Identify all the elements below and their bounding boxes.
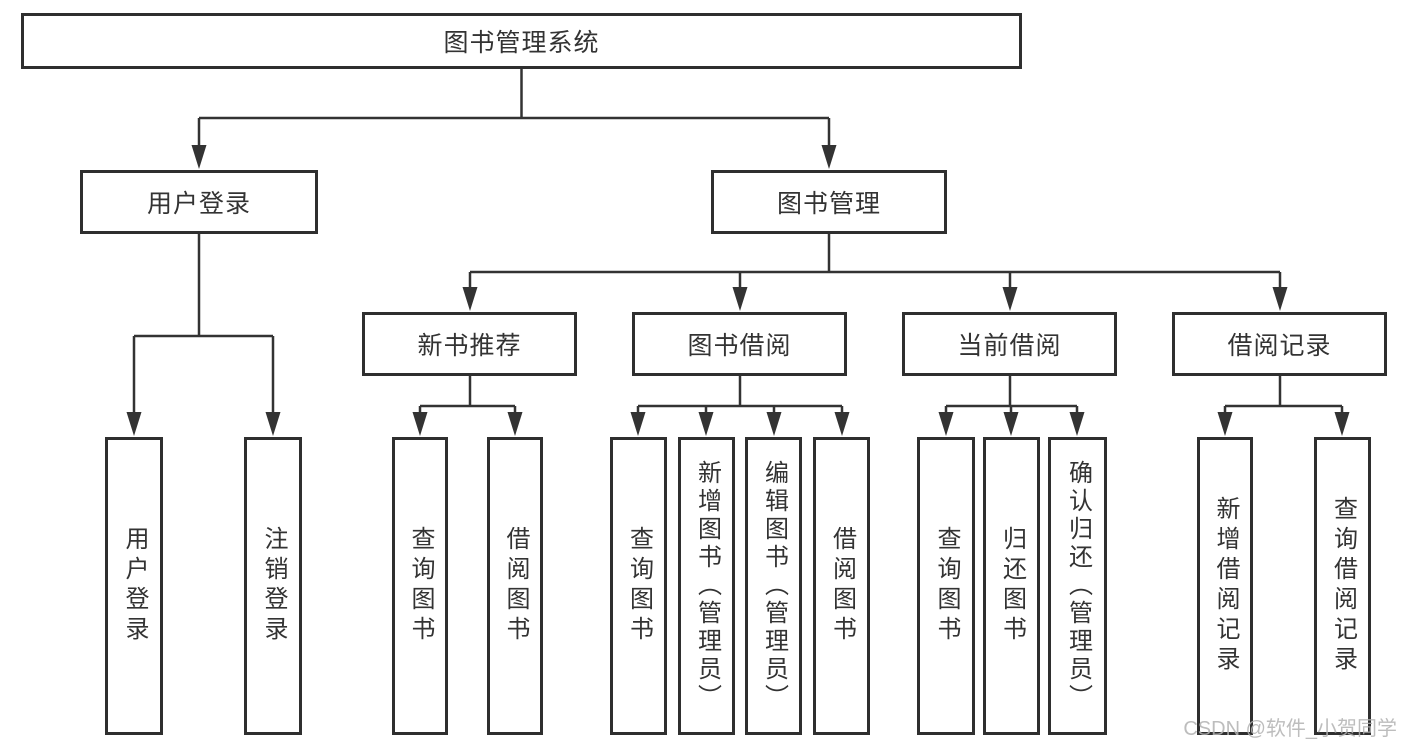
arrow-down-icon — [1069, 412, 1085, 436]
leaf-user-login-label: 用户登录 — [121, 526, 148, 646]
csdn-watermark: CSDN @软件_小贺同学 — [1183, 718, 1397, 740]
arrow-down-icon — [821, 145, 837, 169]
arrow-down-icon — [1003, 412, 1019, 436]
leaf-return-book-label: 归还图书 — [998, 526, 1026, 646]
arrow-down-icon — [630, 412, 646, 436]
leaf-borrow-book-label: 借阅图书 — [828, 526, 856, 646]
node-user-login-label: 用户登录 — [146, 190, 251, 218]
arrow-down-icon — [1217, 412, 1233, 436]
arrow-down-icon — [766, 412, 782, 436]
arrow-down-icon — [412, 412, 428, 436]
leaf-edit-book-admin-label: 编辑图书（管理员） — [760, 460, 788, 712]
arrow-down-icon — [938, 412, 954, 436]
arrow-down-icon — [191, 145, 207, 169]
leaf-borrow-query-book-label: 查询图书 — [625, 526, 653, 646]
arrow-down-icon — [462, 287, 478, 311]
node-book-borrow-label: 图书借阅 — [687, 332, 792, 360]
node-current-borrow-label: 当前借阅 — [957, 332, 1062, 360]
leaf-recommend-query-book-label: 查询图书 — [407, 526, 434, 646]
node-current-borrow: 当前借阅 — [902, 312, 1117, 376]
leaf-confirm-return-admin-label: 确认归还（管理员） — [1064, 460, 1092, 712]
node-root: 图书管理系统 — [21, 13, 1022, 69]
leaf-return-book: 归还图书 — [983, 437, 1040, 735]
node-user-login: 用户登录 — [80, 170, 318, 234]
leaf-recommend-borrow-book-label: 借阅图书 — [502, 526, 529, 646]
arrow-down-icon — [507, 412, 523, 436]
leaf-add-borrow-record: 新增借阅记录 — [1197, 437, 1253, 735]
node-book-borrow: 图书借阅 — [632, 312, 847, 376]
leaf-edit-book-admin: 编辑图书（管理员） — [745, 437, 802, 735]
arrow-down-icon — [1272, 287, 1288, 311]
leaf-borrow-query-book: 查询图书 — [610, 437, 667, 735]
node-book-management: 图书管理 — [711, 170, 947, 234]
arrow-down-icon — [126, 412, 142, 436]
leaf-add-book-admin: 新增图书（管理员） — [678, 437, 735, 735]
leaf-add-book-admin-label: 新增图书（管理员） — [693, 460, 721, 712]
leaf-logout-label: 注销登录 — [260, 526, 287, 646]
node-book-management-label: 图书管理 — [776, 190, 881, 218]
node-root-label: 图书管理系统 — [443, 29, 600, 57]
leaf-add-borrow-record-label: 新增借阅记录 — [1212, 496, 1239, 676]
leaf-current-query-book: 查询图书 — [917, 437, 975, 735]
arrow-down-icon — [265, 412, 281, 436]
arrow-down-icon — [698, 412, 714, 436]
node-borrow-records: 借阅记录 — [1172, 312, 1387, 376]
leaf-confirm-return-admin: 确认归还（管理员） — [1048, 437, 1107, 735]
arrowhead-icons — [126, 145, 1350, 436]
node-new-book-recommend: 新书推荐 — [362, 312, 577, 376]
arrow-down-icon — [1334, 412, 1350, 436]
leaf-logout: 注销登录 — [244, 437, 302, 735]
leaf-query-borrow-record: 查询借阅记录 — [1314, 437, 1371, 735]
node-new-book-recommend-label: 新书推荐 — [417, 332, 522, 360]
arrow-down-icon — [1002, 287, 1018, 311]
arrow-down-icon — [834, 412, 850, 436]
leaf-borrow-book: 借阅图书 — [813, 437, 870, 735]
leaf-query-borrow-record-label: 查询借阅记录 — [1329, 496, 1357, 676]
leaf-recommend-borrow-book: 借阅图书 — [487, 437, 543, 735]
leaf-current-query-book-label: 查询图书 — [933, 526, 960, 646]
leaf-user-login: 用户登录 — [105, 437, 163, 735]
connector-lines — [132, 69, 1344, 414]
leaf-recommend-query-book: 查询图书 — [392, 437, 448, 735]
node-borrow-records-label: 借阅记录 — [1227, 332, 1332, 360]
arrow-down-icon — [732, 287, 748, 311]
